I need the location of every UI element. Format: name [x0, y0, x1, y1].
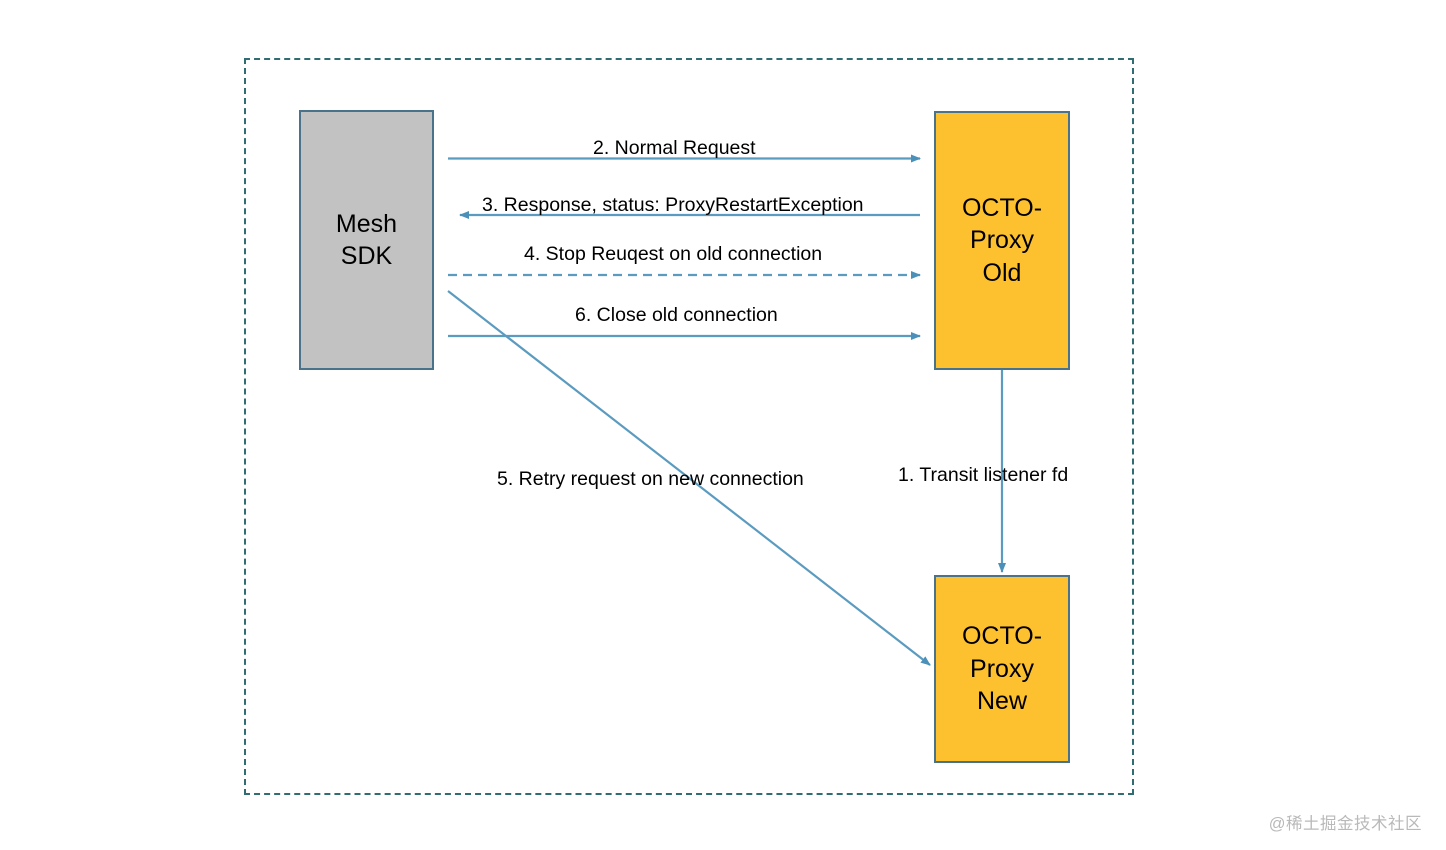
edge-label-step-3: 3. Response, status: ProxyRestartExcepti…: [482, 194, 864, 216]
node-mesh-sdk-line-1: Mesh: [335, 209, 398, 238]
node-octo-proxy-old-line-1: OCTO-: [961, 193, 1043, 222]
node-mesh-sdk[interactable]: Mesh SDK: [299, 110, 434, 370]
edge-label-step-4: 4. Stop Reuqest on old connection: [524, 243, 823, 265]
node-octo-proxy-new-line-1: OCTO-: [961, 622, 1043, 651]
watermark: @稀土掘金技术社区: [1268, 815, 1422, 833]
node-octo-proxy-old-line-3: Old: [982, 258, 1022, 287]
edge-label-step-6: 6. Close old connection: [575, 304, 778, 326]
node-octo-proxy-new-line-2: Proxy: [970, 654, 1034, 683]
node-mesh-sdk-line-2: SDK: [340, 242, 393, 270]
node-octo-proxy-old[interactable]: OCTO- Proxy Old: [934, 111, 1070, 370]
node-octo-proxy-new[interactable]: OCTO- Proxy New: [934, 575, 1070, 763]
node-octo-proxy-new-line-3: New: [976, 687, 1027, 716]
diagram-boundary: [244, 58, 1134, 795]
edge-label-step-2: 2. Normal Request: [593, 137, 756, 159]
edge-label-step-1: 1. Transit listener fd: [898, 464, 1069, 486]
node-octo-proxy-old-line-2: Proxy: [970, 226, 1034, 255]
edge-label-step-5: 5. Retry request on new connection: [497, 468, 804, 490]
